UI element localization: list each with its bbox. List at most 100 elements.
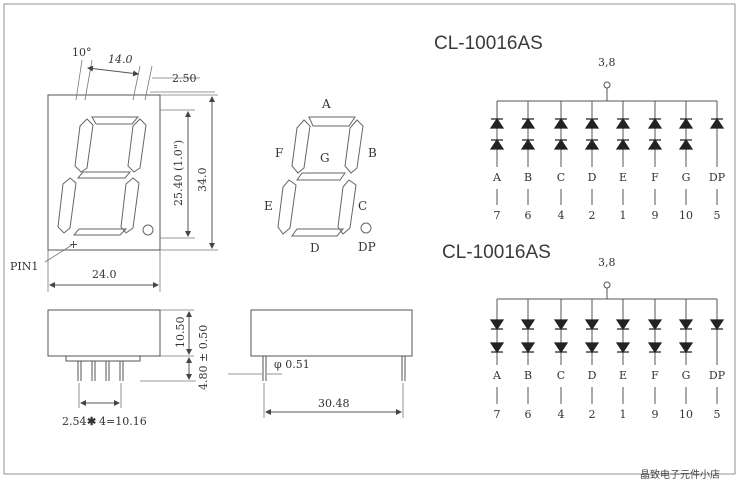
pin-number: 2 [589,408,596,421]
segment-offset-dim: 2.50 [172,72,197,85]
common-pin-label: 3,8 [598,256,616,269]
pin-number: 4 [558,408,565,421]
led-diode [489,138,505,150]
pin-number: 2 [589,209,596,222]
side-view-right: φ 0.51 30.48 [228,309,413,418]
segment-label-e: E [264,199,273,213]
led-diode [647,138,663,150]
segment-label: DP [709,369,726,382]
segment-label: A [492,171,502,184]
segment-label: E [619,369,627,382]
drawing-frame [3,3,736,475]
pin-pitch-star: ✱ [87,415,96,428]
circuit-common-cathode: CL-10016AS 3,8 A 7 B 6 C 4 D 2 E 1 F 9 G 10 DP 5 [442,242,726,421]
segment-label: B [524,369,532,382]
svg-text:+: + [69,238,78,251]
led-diode [553,319,569,331]
segment-label: DP [709,171,726,184]
common-pin-label: 3,8 [598,56,616,69]
pin-number: 6 [525,408,532,421]
segment-label: D [588,171,597,184]
angle-dim: 10° [72,46,92,59]
common-terminal [603,281,611,289]
led-diode [647,342,663,354]
led-diode [709,319,725,331]
led-diode [647,319,663,331]
circuit-title: CL-10016AS [434,33,543,54]
pin-number: 7 [494,209,501,222]
led-diode [678,117,694,129]
led-diode [615,117,631,129]
package-outline [47,94,161,251]
segment-label: B [524,171,532,184]
pin-number: 9 [652,209,659,222]
led-diode [678,342,694,354]
led-diode [584,117,600,129]
pin-number: 10 [679,408,693,421]
pin-length-dim: 4.80 ± 0.50 [197,325,210,390]
pin-number: 1 [620,408,627,421]
segment-label: C [557,369,565,382]
segment-label: C [557,171,565,184]
row-spacing-dim: 30.48 [318,397,350,410]
segment-label: F [651,369,659,382]
pin-number: 5 [714,209,721,222]
led-diode [615,138,631,150]
pin-diameter-dim: φ 0.51 [274,358,310,371]
led-diode [489,319,505,331]
char-height-dim: 25.40 (1.0") [172,140,185,206]
segment-label: A [492,369,502,382]
side-view-left: 10.50 4.80 ± 0.50 2.54 ✱ 4=10.16 [47,309,210,428]
pin-number: 10 [679,209,693,222]
led-diode [584,138,600,150]
segment-label-g: G [320,151,330,165]
segment-label: G [682,369,691,382]
front-view: + 10° 14.0 2.50 25.40 (1.0") 34.0 24.0 P… [10,46,218,292]
segment-label: G [682,171,691,184]
pin-number: 6 [525,209,532,222]
pin-number: 9 [652,408,659,421]
led-diode [489,342,505,354]
led-diode [553,342,569,354]
pin-number: 7 [494,408,501,421]
led-diode [584,342,600,354]
led-diode [584,319,600,331]
segment-label: D [588,369,597,382]
pin1-label: PIN1 [10,260,38,273]
pin-number: 1 [620,209,627,222]
led-diode [678,138,694,150]
pin-number: 4 [558,209,565,222]
width-dim: 24.0 [92,268,117,281]
pin-number: 5 [714,408,721,421]
led-diode [678,319,694,331]
led-diode [520,138,536,150]
segment-label-c: C [358,199,367,213]
led-diode [647,117,663,129]
segment-label: E [619,171,627,184]
segment-label-a: A [321,97,331,111]
height-dim: 34.0 [196,168,209,193]
common-terminal [603,81,611,89]
led-diode [520,342,536,354]
led-diode [520,319,536,331]
segment-label-d: D [310,241,320,255]
circuit-title: CL-10016AS [442,242,551,263]
led-diode [489,117,505,129]
segment-label-b: B [368,146,377,160]
slant-width-dim: 14.0 [108,53,133,66]
led-diode [520,117,536,129]
led-diode [615,342,631,354]
segment-label-f: F [275,146,283,160]
pin-pitch-total-dim: 4=10.16 [99,415,147,428]
watermark: 晶致电子元件小店 [640,468,720,481]
segment-label-dp: DP [358,240,376,254]
led-diode [553,117,569,129]
segment-diagram: A B C D E F G DP [264,97,377,255]
pin-pitch-dim: 2.54 [62,415,87,428]
led-diode [709,117,725,129]
segment-label: F [651,171,659,184]
led-diode [553,138,569,150]
circuit-common-anode: CL-10016AS 3,8 A 7 B 6 C 4 D 2 E 1 F 9 G 10 DP 5 [434,33,726,222]
led-diode [615,319,631,331]
